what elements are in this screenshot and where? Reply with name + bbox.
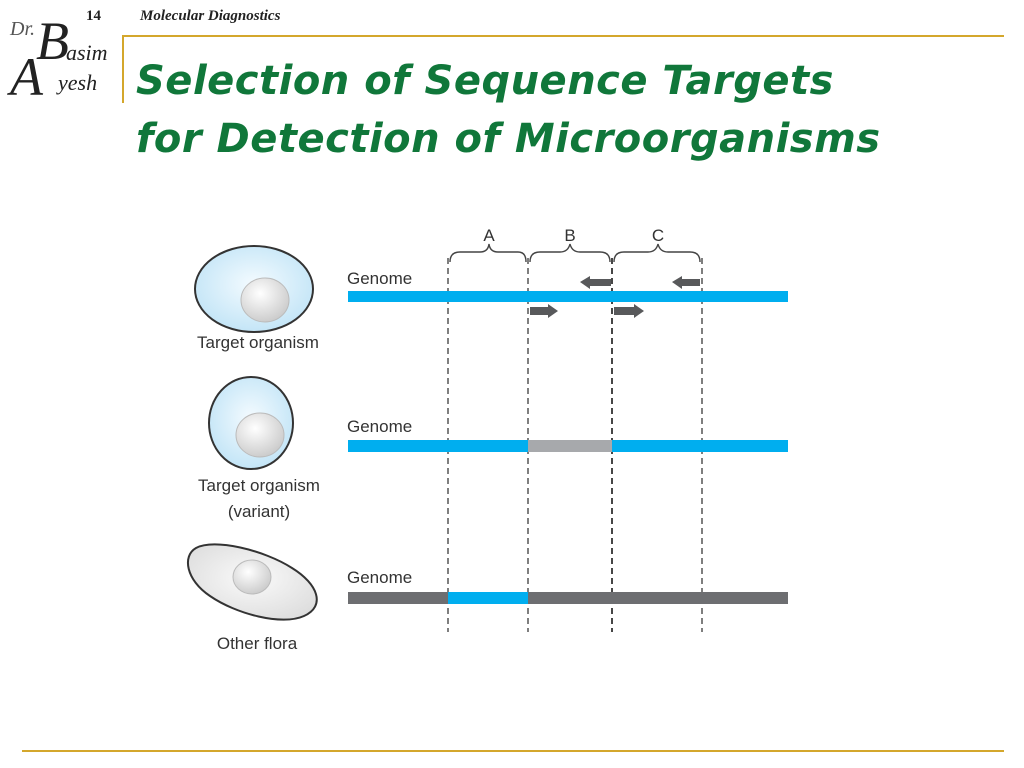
logo-initial-b: B: [36, 11, 69, 71]
primer-arrow-right-c: [614, 304, 644, 318]
title-line-2: for Detection of Microorganisms: [136, 116, 881, 162]
region-label-a: A: [483, 226, 495, 245]
primer-arrow-left-b: [580, 276, 611, 289]
slide-number: 14: [86, 8, 101, 24]
logo-initial-a: A: [10, 47, 43, 107]
bottom-divider: [22, 750, 1004, 752]
top-divider: [122, 35, 1004, 37]
target-cell-nucleus: [240, 277, 290, 323]
genome-bar-3-shared: [448, 592, 528, 604]
logo-asim: asim: [66, 40, 108, 65]
genome-label-2: Genome: [347, 417, 412, 436]
organism-sublabel-2: (variant): [228, 502, 290, 521]
genome-bar-2-variant: [528, 440, 612, 452]
region-brace-b: [529, 243, 611, 263]
genome-bar-2-right: [612, 440, 788, 452]
region-label-c: C: [652, 226, 664, 245]
genome-bar-3-left: [348, 592, 448, 604]
primer-arrow-left-c: [672, 276, 700, 289]
logo-dr: Dr.: [10, 18, 36, 40]
genome-bar-3-right: [528, 592, 788, 604]
organism-label-3: Other flora: [217, 634, 298, 653]
genome-label-1: Genome: [347, 269, 412, 288]
organism-label-2: Target organism: [198, 476, 320, 495]
region-label-b: B: [564, 226, 575, 245]
genome-bar-2-left: [348, 440, 528, 452]
logo-yesh: yesh: [58, 70, 98, 95]
flora-cell-nucleus: [232, 559, 272, 595]
genome-bar-1: [348, 291, 788, 302]
primer-arrow-right-b: [530, 304, 558, 318]
author-logo: Dr. B asim A yesh: [6, 11, 120, 107]
region-brace-c: [613, 243, 701, 263]
title-line-1: Selection of Sequence Targets: [136, 58, 834, 104]
variant-cell-nucleus: [235, 412, 285, 458]
vertical-divider: [122, 35, 124, 103]
region-brace-a: [449, 243, 527, 263]
genome-label-3: Genome: [347, 568, 412, 587]
page-title: Selection of Sequence Targets for Detect…: [136, 52, 996, 168]
organism-label-1: Target organism: [197, 333, 319, 352]
course-title: Molecular Diagnostics: [140, 8, 281, 24]
